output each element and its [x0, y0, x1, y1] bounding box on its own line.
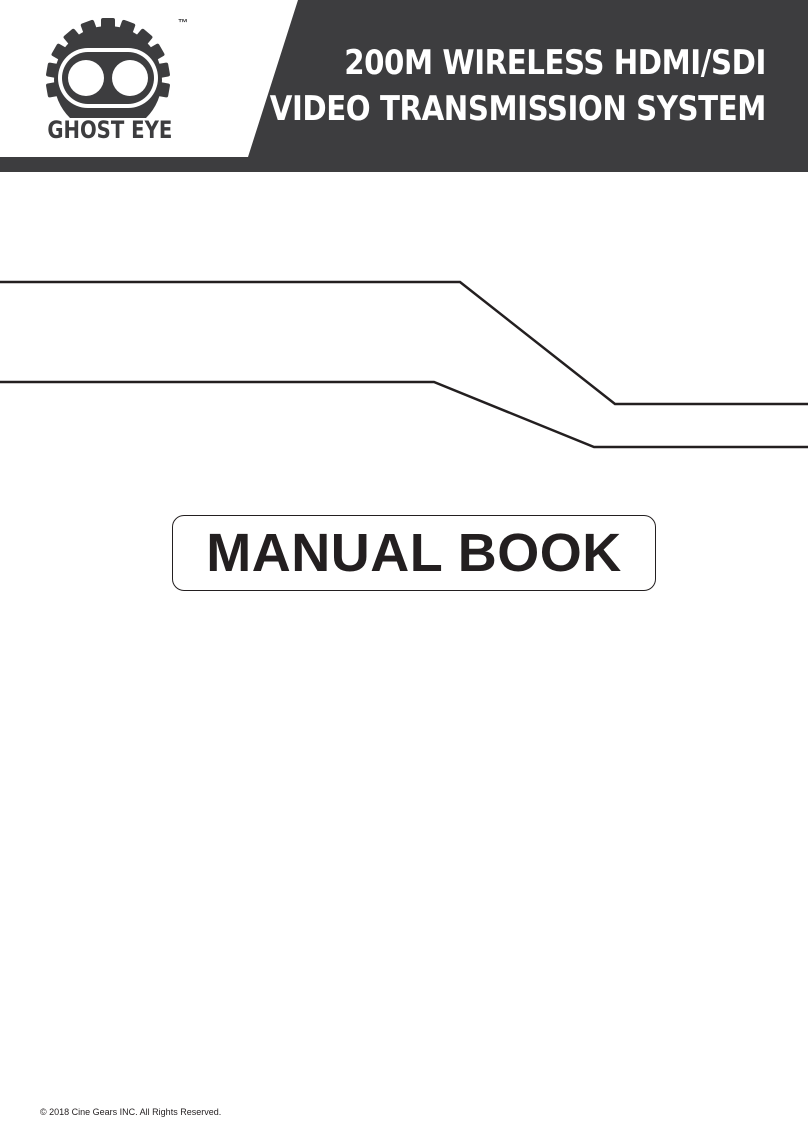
- title-line-2: VIDEO TRANSMISSION SYSTEM: [269, 89, 767, 129]
- copyright-notice: © 2018 Cine Gears INC. All Rights Reserv…: [40, 1107, 222, 1117]
- manual-heading-box: MANUAL BOOK: [172, 515, 656, 591]
- title-line-1: 200M WIRELESS HDMI/SDI: [344, 43, 766, 83]
- header-band-shape: [0, 0, 808, 172]
- document-title: 200M WIRELESS HDMI/SDI VIDEO TRANSMISSIO…: [189, 40, 767, 132]
- header-band: [0, 0, 808, 172]
- trademark-symbol: ™: [178, 18, 188, 29]
- brand-name: GHOST EYE: [47, 116, 173, 144]
- decorative-lines: [0, 280, 808, 449]
- manual-heading: MANUAL BOOK: [206, 523, 622, 583]
- ghost-eye-gear-logo-icon: [46, 18, 170, 118]
